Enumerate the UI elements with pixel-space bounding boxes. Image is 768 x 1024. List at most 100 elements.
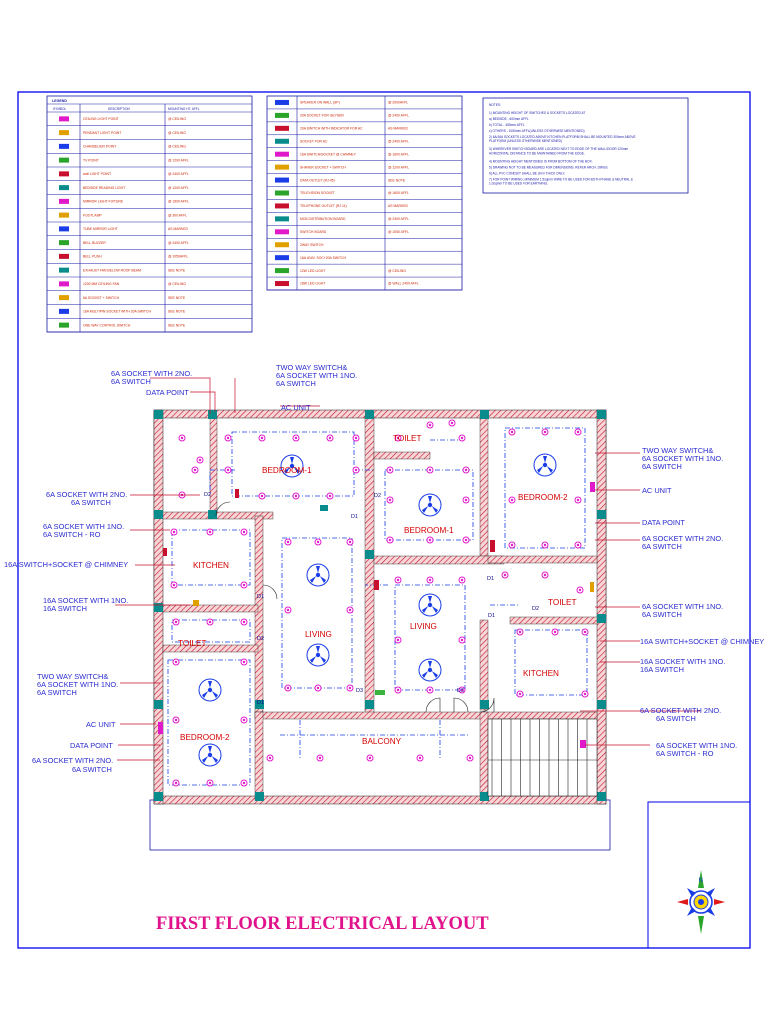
callout-text: 6A SWITCH	[642, 610, 682, 619]
outer-wall-bottom	[153, 795, 607, 805]
legend-description: TV POINT	[83, 158, 99, 162]
interior-wall	[479, 619, 489, 711]
legend-height: @ 1200 AFFL	[388, 165, 409, 169]
door-label: D1	[488, 613, 495, 619]
callout-text: AC UNIT	[86, 720, 116, 729]
legend-height: SEE NOTE	[168, 296, 186, 300]
ceiling-light-point-icon	[266, 754, 274, 762]
callout-text: DATA POINT	[642, 518, 685, 527]
room-label-bedroom1-left: BEDROOM-1	[262, 466, 312, 475]
callout-text: 6A SWITCH - RO	[43, 530, 101, 539]
room-label-kitchen-left: KITCHEN	[193, 561, 229, 570]
ceiling-light-point-icon	[541, 571, 549, 579]
ceiling-light-point-icon	[292, 492, 300, 500]
bell-buzzer-icon	[59, 240, 69, 246]
legend-description: TELEPHONE OUTLET (RJ 11)	[300, 204, 347, 208]
ceiling-light-point-icon	[462, 496, 470, 504]
note-line: b) TOTAL - 450mm AFFL	[489, 123, 525, 127]
switch-boards	[158, 482, 595, 748]
telephone-outlet-icon	[275, 203, 289, 209]
legend-height: @ 2400 AFFL	[168, 172, 189, 176]
legend-height: AS MARKED	[388, 204, 409, 208]
notes-heading: NOTES:	[489, 103, 501, 107]
legend-col-height: MOUNTING HT. AFFL	[168, 107, 200, 111]
interior-wall	[479, 415, 489, 557]
legend-height: @ 1600 AFFL	[388, 191, 409, 195]
ceiling-light-point-icon	[426, 536, 434, 544]
ceiling-light-point-icon	[240, 528, 248, 536]
led-light-wall-icon	[275, 281, 289, 287]
ceiling-light-point-icon	[240, 658, 248, 666]
callout-text: 6A SWITCH	[37, 688, 77, 697]
ceiling-light-point-icon	[386, 536, 394, 544]
callout-text: 6A SOCKET WITH 2NO.	[46, 490, 127, 499]
note-line: c) OTHERS - 1050mm AFFL(UNLESS OTHERWISE…	[489, 129, 585, 133]
callouts: 6A SOCKET WITH 2NO. 6A SWITCH DATA POINT…	[4, 363, 764, 774]
legend-description: SHAVER SOCKET + SWITCH	[300, 165, 346, 169]
ceiling-light-point-icon	[240, 779, 248, 787]
legend-description: SOCKET FOR AC	[300, 139, 328, 143]
ceiling-light-point-icon	[458, 434, 466, 442]
drawing-title: FIRST FLOOR ELECTRICAL LAYOUT	[156, 914, 489, 934]
socket-switch-6a-icon	[59, 295, 69, 301]
ceiling-light-point-icon	[541, 541, 549, 549]
legend-description: MIRROR LIGHT FIXTURE	[83, 200, 124, 204]
legend-description: PENDANT LIGHT POINT	[83, 131, 121, 135]
ceiling-light-point-icon	[314, 538, 322, 546]
callout-text: 6A SOCKET WITH 1NO.	[642, 602, 723, 611]
callout-leaders	[115, 377, 700, 761]
legend-description: TELEVISION SOCKET	[300, 191, 335, 195]
ceiling-light-point-icon	[346, 684, 354, 692]
room-label-toilet-top: TOILET	[393, 434, 422, 443]
note-line: 6) ALL PVC CONDUIT SHALL BE 2mm THICK ON…	[489, 171, 565, 175]
legend-height: SEE NOTE	[388, 178, 406, 182]
legend-height: @ CEILING	[168, 145, 186, 149]
legend-description: 6A SOCKET + SWITCH	[83, 296, 120, 300]
data-outlet-icon	[275, 177, 289, 183]
interior-wall	[373, 451, 431, 460]
ceiling-light-point-icon	[352, 434, 360, 442]
universal-socket-icon	[275, 255, 289, 261]
callout-text: 16A SOCKET WITH 1NO.	[640, 657, 725, 666]
interior-wall	[254, 711, 598, 720]
wall-light-point-icon	[59, 171, 69, 177]
callout-text: TWO WAY SWITCH&	[276, 363, 347, 372]
ceiling-light-point-icon	[224, 434, 232, 442]
ceiling-light-point-icon	[346, 538, 354, 546]
socket-ac-icon	[275, 138, 289, 144]
interior-wall	[209, 415, 218, 517]
ceiling-light-point-icon	[240, 581, 248, 589]
room-label-toilet-right: TOILET	[548, 598, 577, 607]
callout-text: 16A SWITCH	[43, 604, 87, 613]
room-label-bedroom2-left: BEDROOM-2	[180, 733, 230, 742]
staircase	[487, 718, 598, 797]
ceiling-light-point-icon	[284, 684, 292, 692]
ceiling-light-point-icon	[292, 434, 300, 442]
ceiling-light-point-icon	[172, 658, 180, 666]
ceiling-light-point-icon	[458, 576, 466, 584]
ceiling-light-point-icon	[366, 754, 374, 762]
ceiling-light-point-icon	[178, 434, 186, 442]
switch-indicator-ac-icon	[275, 125, 289, 131]
ceiling-light-point-icon	[574, 496, 582, 504]
legend-height: @ CEILING	[168, 117, 186, 121]
note-line: 5) DRAWING NOT TO BE MEASURED FOR DIMENS…	[489, 165, 609, 169]
floor-plan: BEDROOM-1 BEDROOM-1 BEDROOM-2 BEDROOM-2 …	[149, 409, 611, 851]
legend-description: ONE WAY CONTROL SWITCH	[83, 323, 131, 327]
legend-description: BELL BUZZER	[83, 241, 106, 245]
ceiling-light-point-icon	[508, 428, 516, 436]
tube-mirror-light-icon	[59, 226, 69, 232]
ceiling-light-point-icon	[574, 541, 582, 549]
door-label: D3	[457, 688, 464, 694]
ceiling-light-point-icon	[346, 606, 354, 614]
ceiling-light-point-icon	[508, 496, 516, 504]
room-label-balcony: BALCONY	[362, 737, 402, 746]
legend-height: @ 1050 AFFL	[388, 230, 409, 234]
callout-text: 6A SWITCH	[642, 462, 682, 471]
ceiling-light-point-icon	[224, 466, 232, 474]
legend-description: TUBE MIRROR LIGHT	[83, 227, 118, 231]
legend-description: 16A MULTIPIN SOCKET WITH 20A SWITCH	[83, 310, 151, 314]
callout-text: AC UNIT	[642, 486, 672, 495]
ceiling-light-point-icon	[59, 116, 69, 122]
